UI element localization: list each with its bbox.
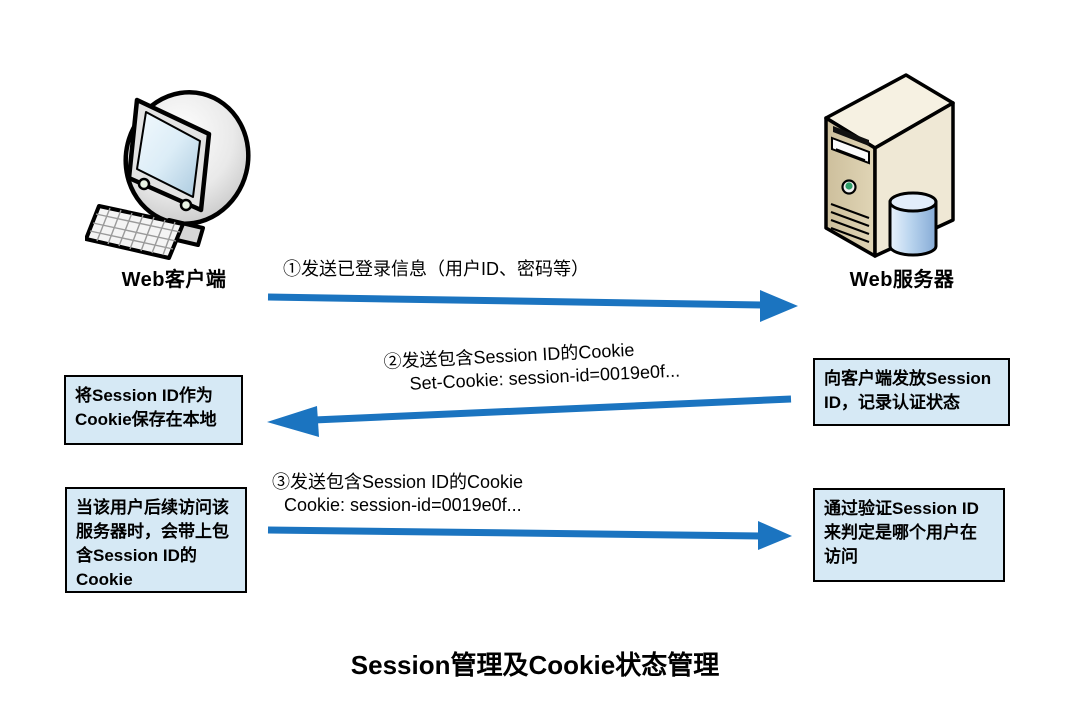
database-body (888, 200, 938, 257)
arrow-step1-right (267, 290, 798, 322)
server-drive-line (835, 148, 866, 161)
diagram-title: Session管理及Cookie状态管理 (350, 650, 720, 680)
arrow-step2-shaft (313, 395, 792, 424)
note-client-save-session: 将Session ID作为 Cookie保存在本地 (64, 375, 243, 445)
keyboard-keys (89, 207, 181, 256)
monitor-screen (136, 111, 201, 198)
desktop-computer-icon (84, 90, 251, 260)
step1-label-text: ①发送已登录信息（用户ID、密码等） (283, 259, 589, 279)
tower-server-with-database-icon (824, 73, 955, 258)
step1-label: ①发送已登录信息（用户ID、密码等） (283, 258, 589, 281)
server-power-led (845, 182, 853, 190)
web-server-figure (813, 70, 973, 265)
step3-label-line2: Cookie: session-id=0019e0f... (284, 495, 522, 515)
database-cylinder (888, 191, 938, 257)
arrow-step3-head (758, 521, 792, 550)
database-top (888, 191, 938, 213)
step3-label-line1: ③发送包含Session ID的Cookie (272, 472, 524, 492)
step3-label: ③发送包含Session ID的Cookie Cookie: session-i… (272, 471, 523, 517)
monitor-button-right (179, 198, 193, 212)
web-server-label: Web服务器 (849, 269, 955, 291)
server-vents (830, 203, 870, 243)
note-server-verify-session: 通过验证Session ID 来判定是哪个用户在 访问 (813, 488, 1005, 582)
arrow-step2-left (267, 395, 792, 437)
arrow-step2-head (267, 406, 319, 437)
web-client-figure (84, 82, 263, 267)
web-client-label: Web客户端 (121, 269, 227, 291)
arrow-step1-head (760, 290, 798, 322)
arrow-step3-shaft (267, 526, 762, 540)
server-cd-drive (831, 136, 870, 165)
server-drive-slot (833, 126, 869, 146)
note-client-followup-request: 当该用户后续访问该 服务器时，会带上包 含Session ID的 Cookie (65, 487, 247, 593)
note-server-issue-session: 向客户端发放Session ID，记录认证状态 (813, 358, 1010, 426)
arrow-step3-right (267, 521, 792, 550)
arrow-step1-shaft (267, 293, 763, 309)
monitor-button-left (137, 177, 151, 191)
